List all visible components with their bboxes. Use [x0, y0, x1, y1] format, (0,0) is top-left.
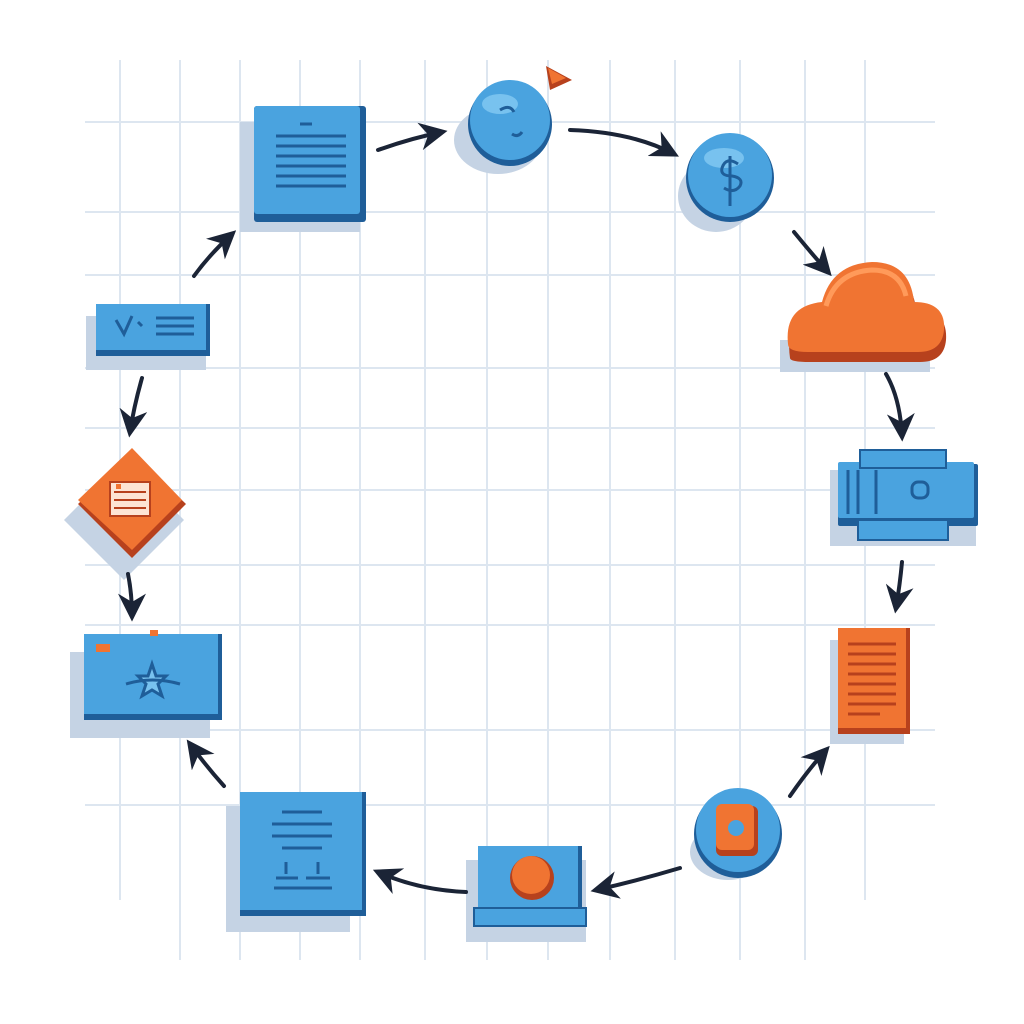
arrow-document-top-to-circle-top [376, 122, 448, 152]
device-node [466, 846, 587, 942]
server-box-icon [846, 470, 930, 514]
dollar-coin-icon [720, 156, 743, 206]
edges [117, 122, 915, 899]
check-tag-icon [114, 315, 194, 338]
decision-diamond-icon [109, 481, 151, 517]
orange-triangle-badge [546, 66, 572, 90]
circle-lock-node [690, 788, 782, 880]
circle-top-node [454, 66, 572, 174]
cloud-node [780, 262, 947, 372]
arrow-document-people-to-toolbox [186, 739, 226, 788]
arrow-device-to-document-people [372, 868, 468, 894]
server-node [830, 449, 978, 546]
document-people-icon [272, 810, 332, 890]
arrow-cloud-to-server [884, 372, 915, 442]
tag-node [86, 304, 210, 370]
cloud-icon [787, 262, 945, 352]
lock-circle-icon [716, 804, 758, 856]
arrow-diamond-to-tag [119, 376, 148, 438]
arrow-circle-top-to-circle-dollar [568, 128, 679, 157]
arrow-server-to-orange-document [885, 560, 914, 614]
orange-document-node [830, 628, 910, 744]
diamond-node [64, 448, 186, 580]
arrow-circle-dollar-to-cloud [792, 230, 832, 277]
toolbox-icon [125, 659, 181, 700]
document-icon [276, 122, 346, 188]
orange-document-icon [848, 642, 896, 716]
arrow-tag-to-document-top [192, 230, 237, 278]
arrow-orange-document-to-circle-lock [788, 745, 830, 798]
device-orange-button-icon [510, 856, 554, 900]
arrow-toolbox-to-diamond [117, 572, 146, 622]
arrow-circle-lock-to-device [590, 866, 682, 899]
toolbox-node [70, 630, 222, 738]
document-people-node [226, 792, 366, 932]
user-circle-icon [499, 105, 524, 138]
circle-dollar-node [678, 133, 774, 232]
document-top-node [240, 106, 366, 232]
